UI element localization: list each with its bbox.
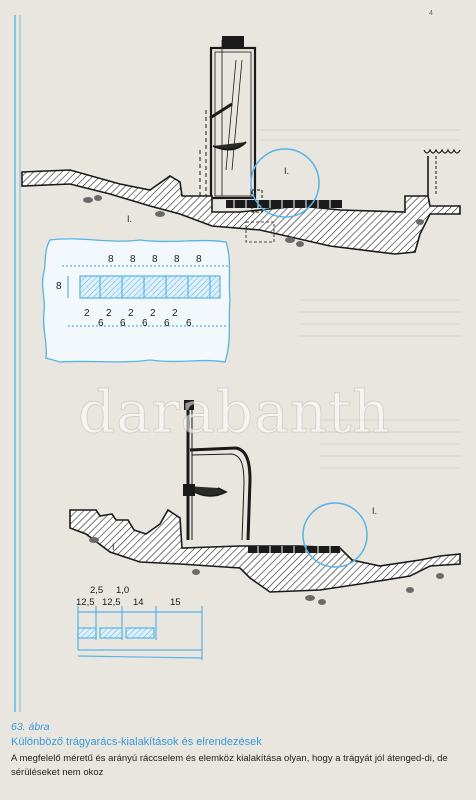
dim-top-1: 8 [108, 254, 114, 265]
bottom-dimension-detail [77, 606, 203, 660]
dim-12-5-a: 12,5 [76, 597, 95, 608]
dim-15: 15 [170, 597, 181, 608]
dim-top-4: 8 [174, 254, 180, 265]
dim-2-5: 2,5 [90, 585, 104, 596]
dim-a-1: 2 [84, 308, 90, 319]
dim-top-3: 8 [152, 254, 158, 265]
dim-12-5-b: 12,5 [102, 597, 121, 608]
dim-b-4: 6 [164, 318, 170, 329]
label-zone-left-top: I. [127, 214, 133, 224]
figure-title: Különböző trágyarács-kialakítások és elr… [11, 736, 262, 748]
label-zone-left-bottom: I. [112, 542, 118, 552]
detail-circle-top [250, 148, 320, 218]
dim-b-2: 6 [120, 318, 126, 329]
dim-top-5: 8 [196, 254, 202, 265]
dim-b-5: 6 [186, 318, 192, 329]
dim-14: 14 [133, 597, 144, 608]
dim-a-2: 2 [106, 308, 112, 319]
page-number: 4 [429, 10, 433, 17]
dim-a-3: 2 [128, 308, 134, 319]
bottom-cross-section [69, 400, 461, 605]
dim-1-0: 1,0 [116, 585, 130, 596]
watermark: darabanth [78, 378, 391, 447]
detail-cloud [41, 238, 231, 363]
dim-a-5: 2 [172, 308, 178, 319]
dim-a-4: 2 [150, 308, 156, 319]
dim-left: 8 [56, 281, 62, 292]
figure-number: 63. ábra [11, 721, 50, 733]
dim-b-3: 6 [142, 318, 148, 329]
label-zone-detail-top: I. [284, 166, 290, 176]
figure-text: A megfelelő méretű és arányú ráccselem é… [11, 753, 448, 778]
top-cross-section [21, 36, 461, 255]
detail-circle-bottom [302, 502, 368, 568]
label-zone-detail-bottom: I. [372, 506, 378, 516]
dim-top-2: 8 [130, 254, 136, 265]
dim-b-1: 6 [98, 318, 104, 329]
